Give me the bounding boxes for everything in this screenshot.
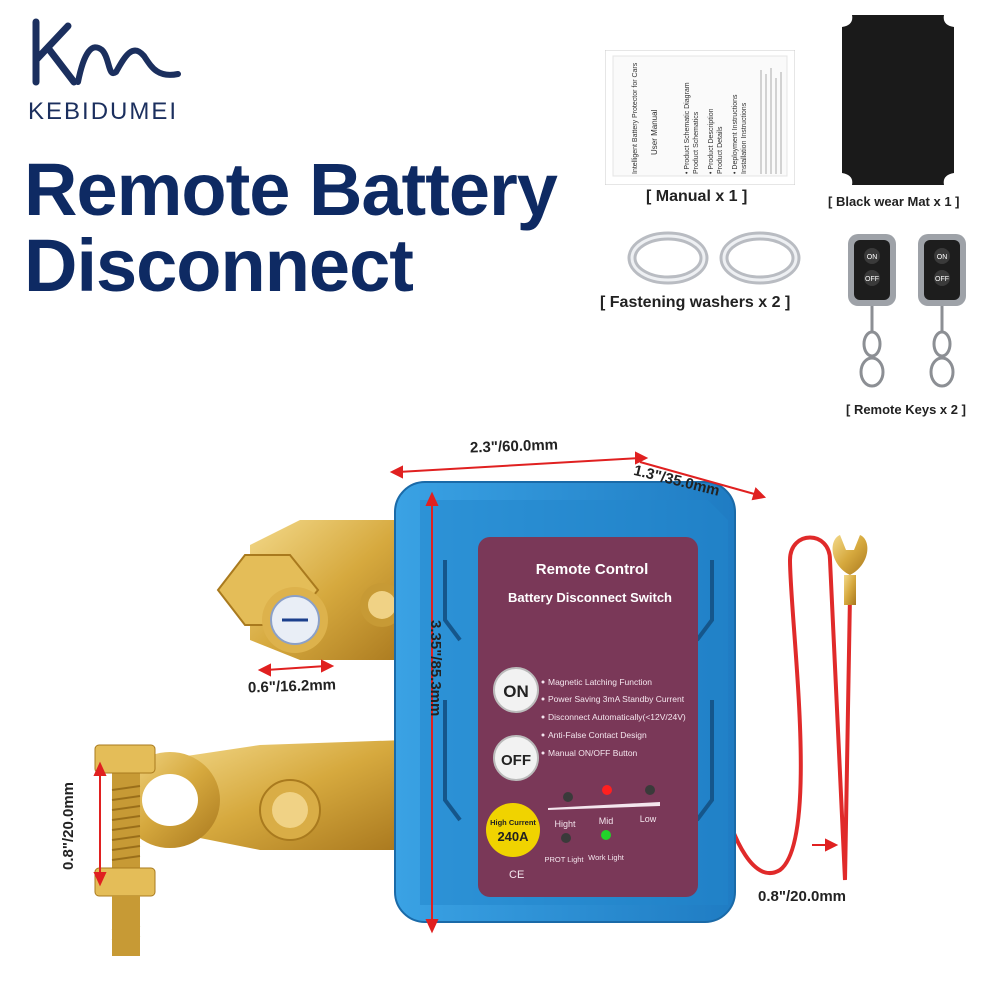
manual-document: Intelligent Battery Protector for Cars U… <box>605 50 795 185</box>
level-label-mid: Mid <box>599 816 614 826</box>
panel-subtitle: Battery Disconnect Switch <box>508 590 672 605</box>
brand-name: KEBIDUMEI <box>28 98 179 125</box>
km-wave-logo-icon <box>32 18 181 86</box>
panel-title: Remote Control <box>536 561 649 578</box>
key-1-off-label: OFF <box>865 276 879 283</box>
feature-5: Manual ON/OFF Button <box>548 748 638 758</box>
feature-1: Magnetic Latching Function <box>548 677 652 687</box>
on-button[interactable]: ON <box>493 667 539 713</box>
manual-line-8: Installation Instructions <box>741 102 748 174</box>
level-led-low <box>645 785 655 795</box>
remote-keys: ON OFF ON OFF <box>848 234 966 388</box>
key-2-off-label: OFF <box>935 276 949 283</box>
key-1-on-label: ON <box>867 254 878 261</box>
work-light-label: Work Light <box>588 853 625 862</box>
level-led-mid <box>602 785 612 795</box>
ring-terminal <box>832 535 868 605</box>
off-button[interactable]: OFF <box>493 735 539 781</box>
black-wear-mat <box>842 15 954 185</box>
lower-clamp <box>94 740 405 956</box>
prot-light-label: PROT Light <box>544 855 584 864</box>
feature-4: Anti-False Contact Design <box>548 730 647 740</box>
dimension-arrows <box>93 451 839 934</box>
current-badge: High Current 240A <box>486 803 540 857</box>
off-button-label: OFF <box>501 752 531 769</box>
level-label-low: Low <box>640 814 657 824</box>
control-panel: Remote Control Battery Disconnect Switch… <box>478 537 698 897</box>
title-line-2: Disconnect <box>24 224 414 307</box>
title-line-1: Remote Battery <box>24 148 558 231</box>
manual-line-6: Product Details <box>717 126 724 174</box>
level-led-high <box>563 792 573 802</box>
page-title: Remote Battery Disconnect <box>24 148 558 307</box>
washer-2 <box>719 231 801 285</box>
manual-line-2: User Manual <box>650 109 659 155</box>
product-illustration: Remote Control Battery Disconnect Switch… <box>93 451 868 956</box>
ce-mark: CE <box>509 869 524 881</box>
upper-terminal <box>216 520 410 660</box>
washers-caption: [ Fastening washers x 2 ] <box>600 294 791 311</box>
mat-caption: [ Black wear Mat x 1 ] <box>828 194 960 209</box>
remote-key-2: ON OFF <box>918 234 966 388</box>
key-2-on-label: ON <box>937 254 948 261</box>
feature-2: Power Saving 3mA Standby Current <box>548 694 685 704</box>
dimension-height: 3.35"/85.3mm <box>427 620 444 717</box>
badge-line-1: High Current <box>490 818 536 827</box>
manual-line-5: • Product Description <box>708 108 715 174</box>
keys-caption: [ Remote Keys x 2 ] <box>846 402 966 417</box>
manual-line-4: Product Schematics <box>693 111 700 174</box>
manual-line-7: • Deployment Instructions <box>732 94 739 174</box>
prot-light-led <box>561 833 571 843</box>
work-light-led <box>601 830 611 840</box>
dimension-clamp: 0.8"/20.0mm <box>60 781 77 870</box>
remote-key-1: ON OFF <box>848 234 896 388</box>
dimension-terminal: 0.6"/16.2mm <box>247 676 337 697</box>
manual-line-3: • Product Schematic Diagram <box>684 82 691 174</box>
level-label-high: Hight <box>554 819 576 829</box>
feature-3: Disconnect Automatically(<12V/24V) <box>548 712 686 722</box>
dimension-width: 2.3"/60.0mm <box>469 436 559 457</box>
dimension-wire: 0.8"/20.0mm <box>758 888 847 905</box>
manual-caption: [ Manual x 1 ] <box>646 188 748 205</box>
manual-line-1: Intelligent Battery Protector for Cars <box>632 62 639 174</box>
on-button-label: ON <box>503 682 529 701</box>
washer-1 <box>627 231 709 285</box>
badge-line-2: 240A <box>497 829 529 844</box>
